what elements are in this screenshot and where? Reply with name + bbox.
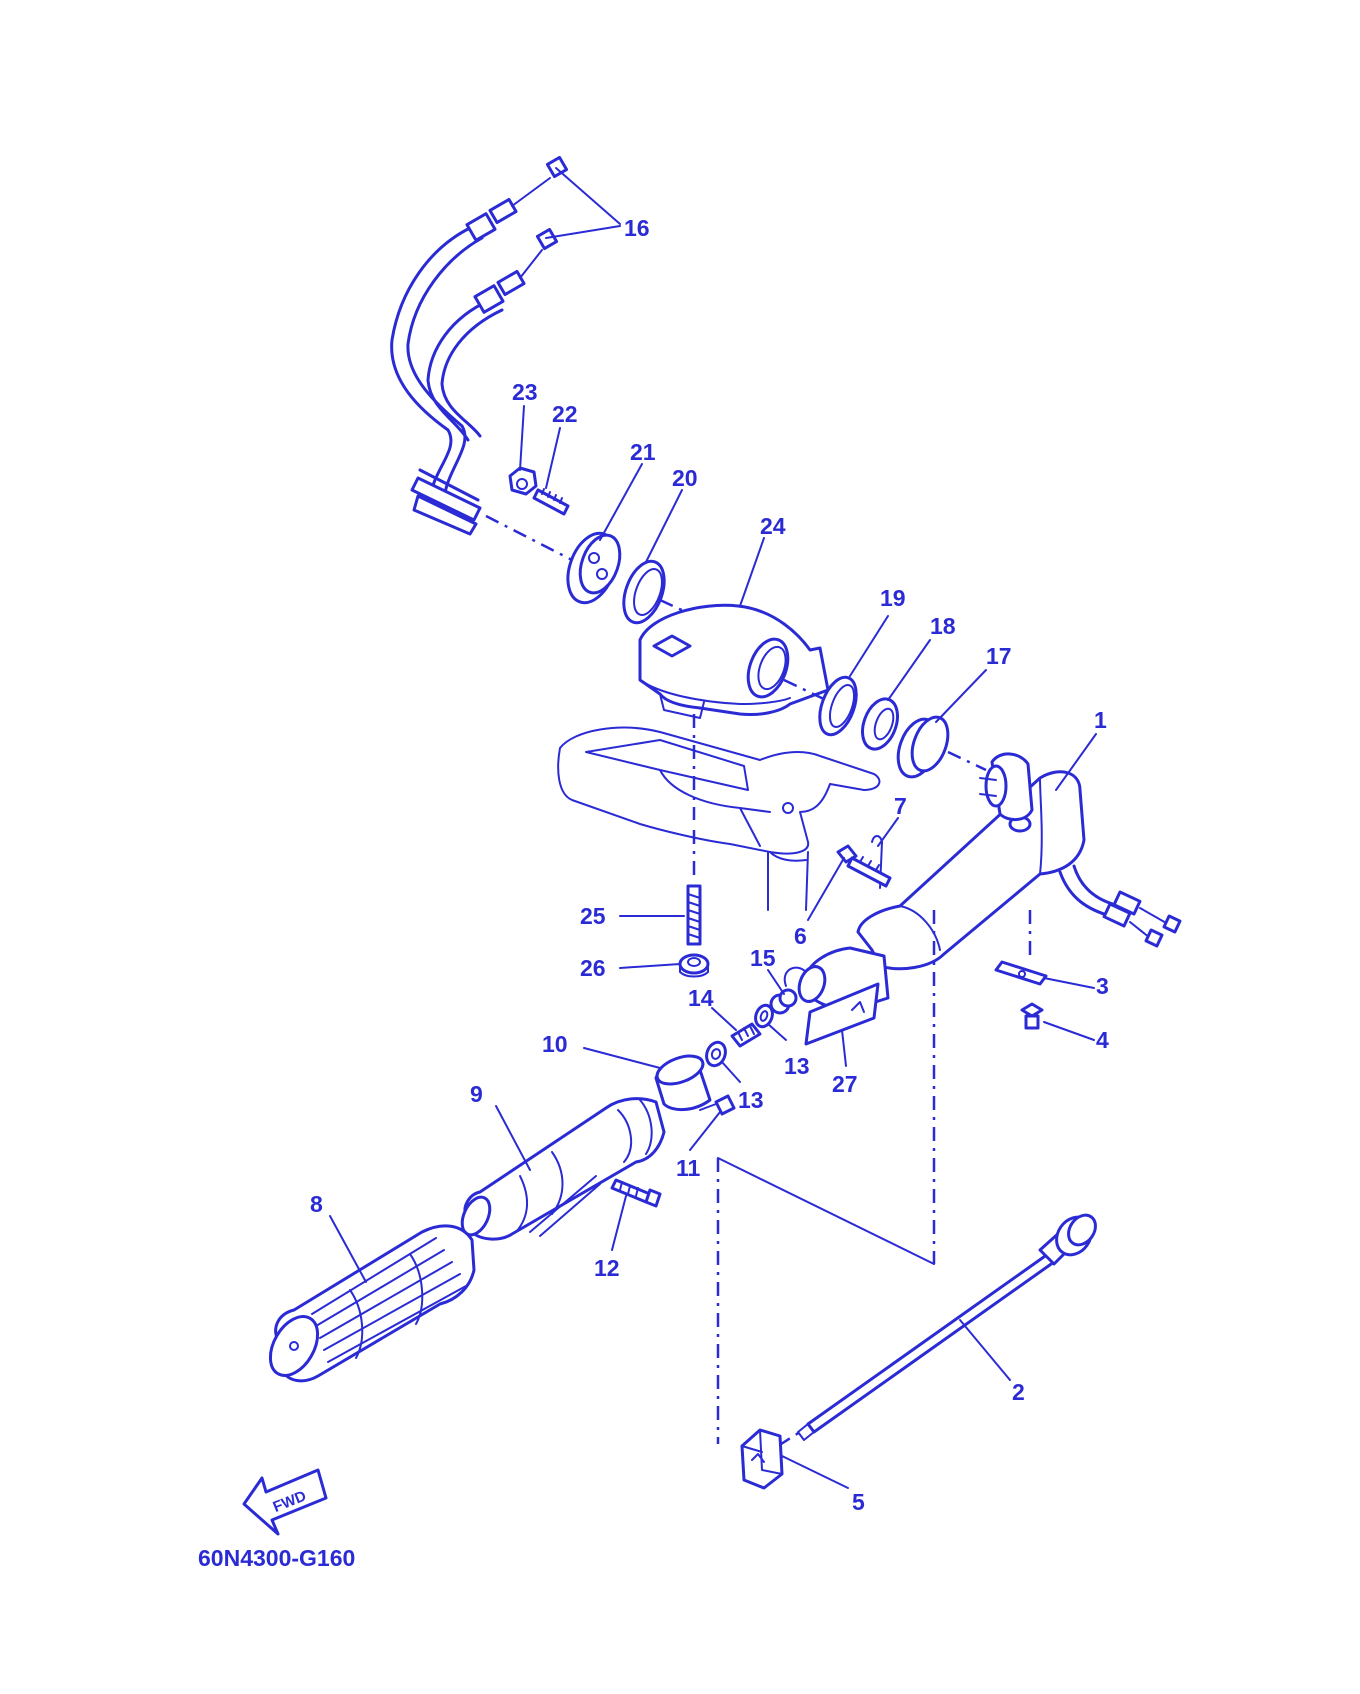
throttle-shaft-9 xyxy=(460,1097,666,1241)
fwd-arrow-icon: FWD xyxy=(242,1468,328,1536)
callout-7: 7 xyxy=(894,793,907,819)
callout-18: 18 xyxy=(930,613,956,639)
ring-20 xyxy=(622,559,687,625)
callout-11: 11 xyxy=(676,1155,701,1181)
callout-9: 9 xyxy=(470,1081,483,1107)
grip-8 xyxy=(268,1224,476,1383)
callout-24: 24 xyxy=(760,513,786,539)
nut-23 xyxy=(508,466,538,496)
callout-27: 27 xyxy=(832,1071,858,1097)
callout-2: 2 xyxy=(1012,1379,1025,1405)
bracket-24 xyxy=(638,603,830,820)
callout-26: 26 xyxy=(580,955,606,981)
leader-lines xyxy=(329,167,1097,1489)
callout-21: 21 xyxy=(630,439,656,465)
callout-labels: 16 23 22 21 20 24 19 18 17 1 7 6 25 26 1… xyxy=(310,215,1109,1515)
washer-13a xyxy=(754,1003,774,1029)
diagram-code: 60N4300-G160 xyxy=(198,1545,355,1571)
cable-holder-21 xyxy=(485,514,622,605)
plate-3 xyxy=(994,960,1048,986)
nut-26 xyxy=(678,953,710,978)
collar-10 xyxy=(654,1054,712,1111)
callout-10: 10 xyxy=(542,1031,568,1057)
ring-17 xyxy=(896,715,987,779)
throttle-cables xyxy=(390,155,569,536)
callout-25: 25 xyxy=(580,903,606,929)
callout-5: 5 xyxy=(852,1489,865,1515)
callout-22: 22 xyxy=(552,401,578,427)
callout-6: 6 xyxy=(794,923,807,949)
spring-14 xyxy=(730,1022,762,1048)
callout-4: 4 xyxy=(1096,1027,1109,1053)
bottom-cowl-outline xyxy=(557,726,881,911)
callout-8: 8 xyxy=(310,1191,323,1217)
callout-12: 12 xyxy=(594,1255,620,1281)
callout-17: 17 xyxy=(986,643,1012,669)
bolt-22 xyxy=(532,488,570,516)
callout-15: 15 xyxy=(750,945,776,971)
screw-12 xyxy=(610,1178,662,1208)
callout-3: 3 xyxy=(1096,973,1109,999)
callout-23: 23 xyxy=(512,379,538,405)
callout-14: 14 xyxy=(688,985,714,1011)
label-27 xyxy=(804,982,880,1046)
washer-13b xyxy=(705,1040,727,1068)
callout-19: 19 xyxy=(880,585,906,611)
callout-1: 1 xyxy=(1094,707,1107,733)
clip-5 xyxy=(740,1428,784,1490)
screw-11 xyxy=(699,1094,736,1116)
callout-13a: 13 xyxy=(784,1053,810,1079)
stud-25 xyxy=(686,830,702,946)
callout-20: 20 xyxy=(672,465,698,491)
rod-2 xyxy=(777,1213,1097,1448)
callout-13b: 13 xyxy=(738,1087,764,1113)
callout-16: 16 xyxy=(624,215,650,241)
screw-4 xyxy=(1020,910,1044,1030)
tiller-handle-1 xyxy=(783,752,1182,1012)
ring-19 xyxy=(783,675,858,737)
ring-18 xyxy=(861,697,899,751)
